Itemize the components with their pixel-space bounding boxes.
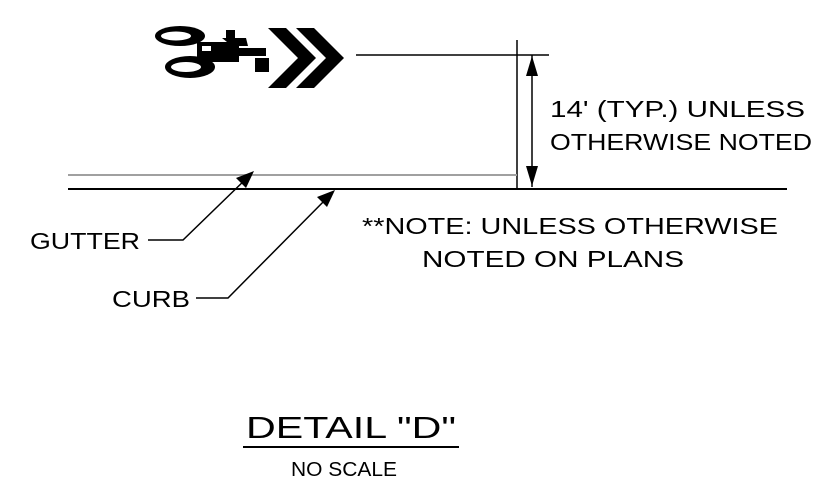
- detail-title: DETAIL "D": [246, 410, 456, 445]
- gutter-leader: [148, 171, 254, 241]
- double-chevron-right-icon: [268, 28, 344, 88]
- detail-scale: NO SCALE: [291, 459, 397, 481]
- bicycle-icon: [155, 26, 269, 78]
- gutter-label: GUTTER: [30, 228, 140, 254]
- dimension-text-line2: OTHERWISE NOTED: [550, 129, 812, 155]
- dimension-text-line1: 14' (TYP.) UNLESS: [550, 96, 805, 122]
- note-line1: **NOTE: UNLESS OTHERWISE: [362, 213, 778, 239]
- note-line2: NOTED ON PLANS: [422, 246, 684, 272]
- curb-leader: [196, 190, 335, 299]
- curb-label: CURB: [112, 286, 190, 312]
- dimension-callout: 14' (TYP.) UNLESS OTHERWISE NOTED: [356, 40, 812, 190]
